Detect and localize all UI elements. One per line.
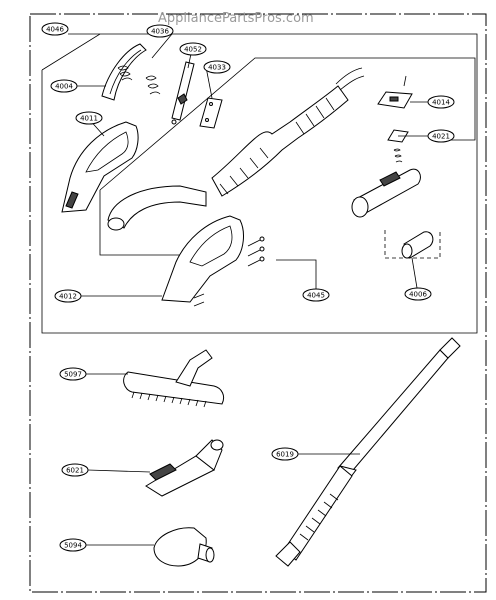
svg-text:4012: 4012: [59, 293, 77, 301]
svg-text:4014: 4014: [432, 99, 450, 107]
callout-4006: 4006: [404, 287, 432, 301]
svg-text:4052: 4052: [184, 46, 202, 54]
svg-text:4046: 4046: [46, 26, 64, 34]
callout-5097: 5097: [59, 367, 87, 381]
svg-text:4033: 4033: [208, 64, 226, 72]
svg-text:6021: 6021: [66, 467, 84, 475]
svg-text:5097: 5097: [64, 371, 82, 379]
callout-4045: 4045: [302, 288, 330, 302]
svg-text:5094: 5094: [64, 542, 82, 550]
part-6021-nozzle: [145, 439, 224, 497]
callout-4011: 4011: [75, 111, 103, 125]
hose-group-frame-2: [99, 190, 185, 256]
part-4006-sleeve: [401, 231, 434, 259]
part-4012-handle-half: [161, 215, 265, 307]
svg-text:4006: 4006: [409, 291, 427, 299]
svg-text:4045: 4045: [307, 292, 325, 300]
outer-frame: [29, 13, 487, 593]
callout-4014: 4014: [427, 95, 455, 109]
watermark: AppliancePartsPros.com: [158, 11, 314, 26]
callout-4052: 4052: [179, 42, 207, 56]
part-wand-connector: [351, 168, 421, 218]
part-4033-plate: [199, 97, 223, 129]
part-4036-springs: [117, 65, 161, 95]
callout-5094: 5094: [59, 538, 87, 552]
svg-text:4011: 4011: [80, 115, 98, 123]
part-4014-clip: [377, 75, 413, 109]
callout-6021: 6021: [61, 463, 89, 477]
tube-group-frame: [384, 230, 441, 259]
svg-text:4036: 4036: [151, 28, 169, 36]
callout-6019: 6019: [271, 447, 299, 461]
part-4021-latch: [387, 129, 409, 163]
svg-text:4004: 4004: [55, 83, 73, 91]
part-5094-nozzle: [153, 527, 215, 567]
leader-lines: [62, 33, 428, 546]
callout-4046: 4046: [41, 22, 69, 36]
part-hose: [211, 67, 365, 197]
callout-4012: 4012: [54, 289, 82, 303]
callout-4033: 4033: [203, 60, 231, 74]
svg-text:4021: 4021: [432, 133, 450, 141]
part-hose-elbow: [107, 185, 207, 231]
callout-4004: 4004: [50, 79, 78, 93]
part-6019-wand: [275, 337, 461, 567]
callout-4036: 4036: [146, 24, 174, 38]
part-5097-floor-brush: [123, 349, 225, 408]
part-4011-handle-half: [61, 121, 139, 213]
part-4052-switch: [171, 61, 195, 125]
svg-text:6019: 6019: [276, 451, 294, 459]
hose-group-frame: [99, 57, 476, 191]
callout-4021: 4021: [427, 129, 455, 143]
